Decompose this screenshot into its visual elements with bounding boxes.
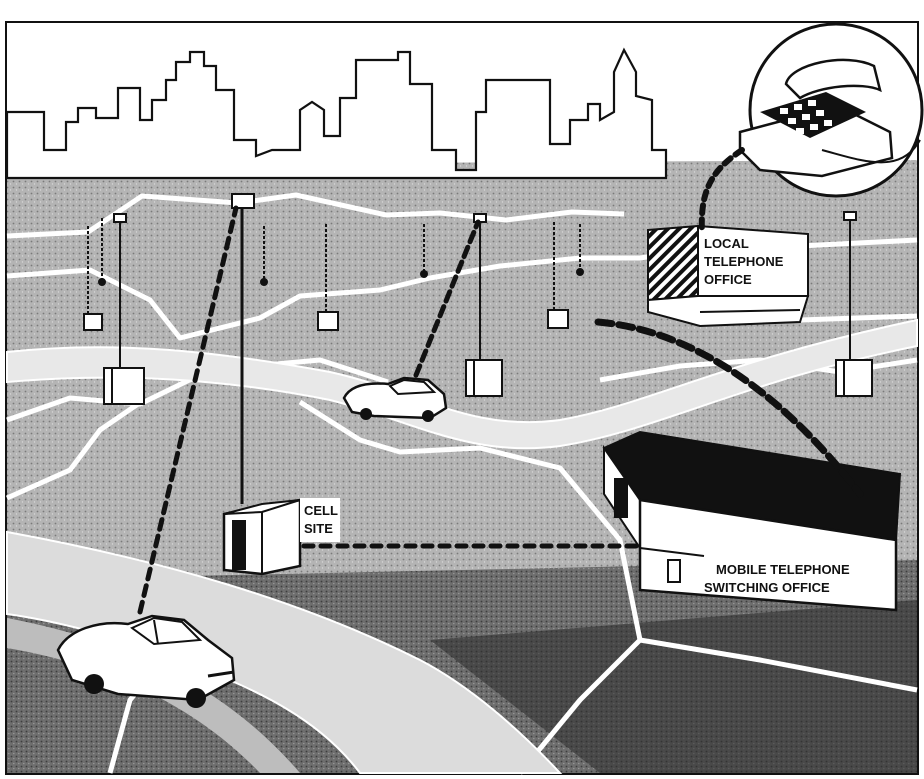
local-office-label-line3: OFFICE [704, 272, 752, 287]
local-office-label-line2: TELEPHONE [704, 254, 784, 269]
cell-site-label-line1: CELL [304, 503, 338, 518]
local-office-label-line1: LOCAL [704, 236, 749, 251]
mtso-label-line1: MOBILE TELEPHONE [716, 562, 850, 577]
cell-site-label: CELL SITE [300, 498, 340, 542]
mtso-label-line2: SWITCHING OFFICE [704, 580, 830, 595]
cell-site-label-line2: SITE [304, 521, 333, 536]
